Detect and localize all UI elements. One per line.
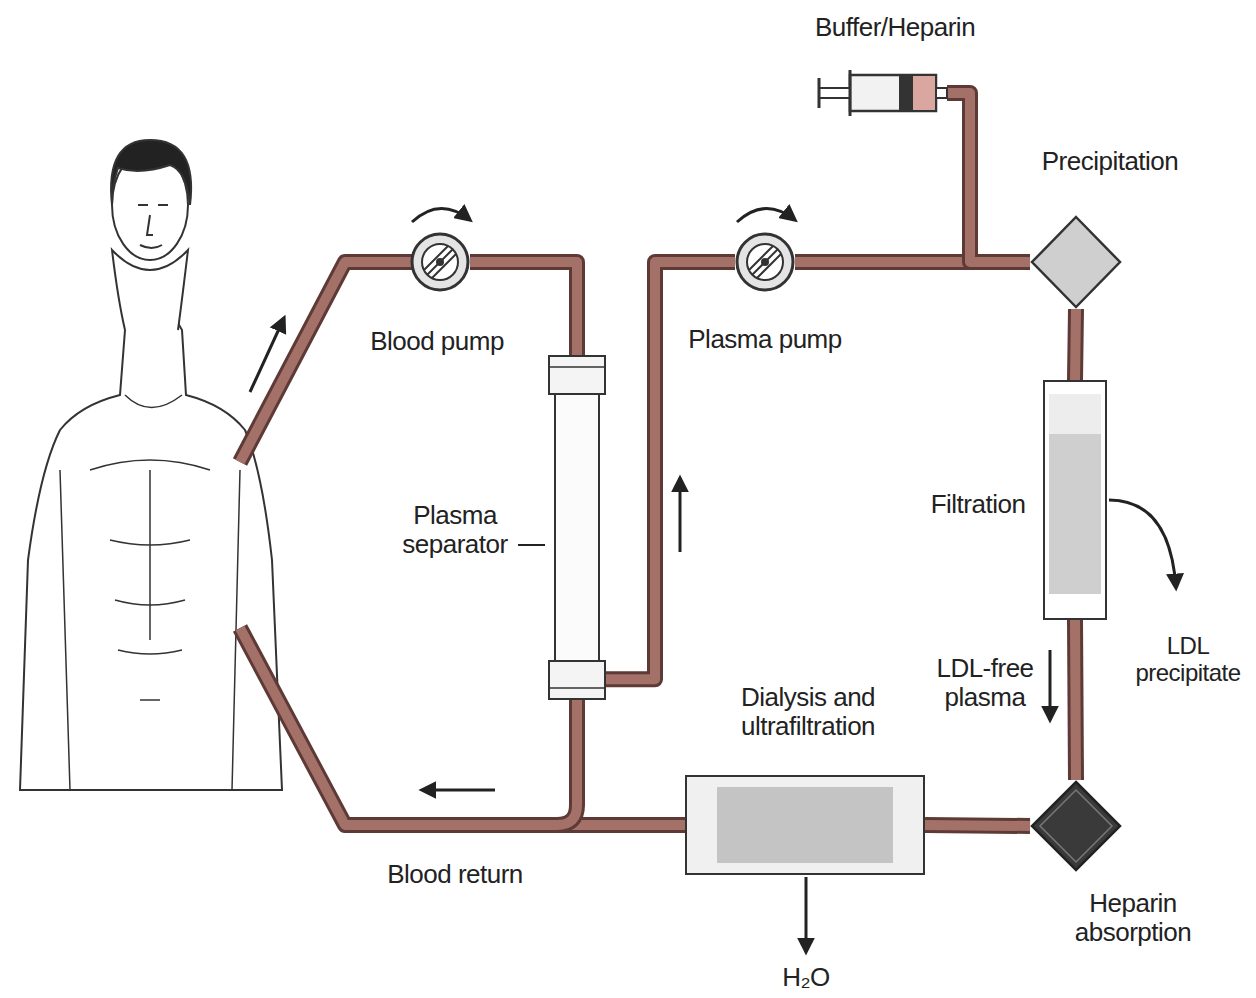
annotation-label: H₂O — [782, 963, 830, 992]
part-label: Buffer/Heparin — [815, 13, 975, 42]
filtration-column: Filtration — [1043, 380, 1107, 620]
part-label: Blood pump — [370, 327, 504, 356]
heparin-syringe-outline — [815, 70, 947, 116]
part-label: Dialysis and ultrafiltration — [713, 683, 903, 741]
plasma-pump-outline — [735, 232, 795, 292]
part-label: Precipitation — [1042, 147, 1179, 176]
annotation-label: Blood return — [387, 860, 523, 889]
edge-label: LDL-free plasma — [930, 654, 1040, 712]
heparin-syringe: Buffer/Heparin — [815, 70, 947, 116]
precipitation-diamond-outline — [1030, 215, 1122, 309]
blood-pump: Blood pump — [410, 232, 470, 292]
tube-line — [925, 825, 1030, 826]
patient-figure — [20, 140, 282, 790]
part-label: Plasma pump — [688, 325, 841, 354]
tube-line — [947, 93, 1030, 262]
plasma-pump: Plasma pump — [735, 232, 795, 292]
blood-pump-outline — [410, 232, 470, 292]
tube-line — [1075, 620, 1076, 780]
filtration-column-outline — [1043, 380, 1107, 620]
flow-arrow — [250, 208, 1176, 952]
precipitation-diamond: Precipitation — [1030, 215, 1122, 309]
tubing — [240, 262, 687, 825]
part-label: Plasma separator — [385, 501, 525, 559]
tube-connector — [1075, 309, 1076, 380]
tube-connector — [1075, 620, 1076, 780]
heparin-adsorber-outline — [1030, 780, 1122, 872]
tube-connector — [925, 825, 1030, 826]
dialysis-unit: Dialysis and ultrafiltration — [685, 775, 925, 875]
dialysis-unit-outline — [685, 775, 925, 875]
annotation-label: LDL precipitate — [1120, 633, 1256, 687]
tube-connector — [947, 93, 1030, 262]
part-label: Filtration — [931, 490, 1026, 519]
tube-line — [1075, 309, 1076, 380]
tube-line — [925, 825, 1030, 826]
plasma-separator-outline — [548, 355, 606, 700]
part-label: Heparin absorption — [1058, 889, 1208, 947]
tube-line — [1075, 309, 1076, 380]
plasma-separator: Plasma separator — [548, 355, 606, 700]
tube-line — [947, 93, 1030, 262]
tube-line — [1075, 620, 1076, 780]
heparin-adsorber: Heparin absorption — [1030, 780, 1122, 872]
